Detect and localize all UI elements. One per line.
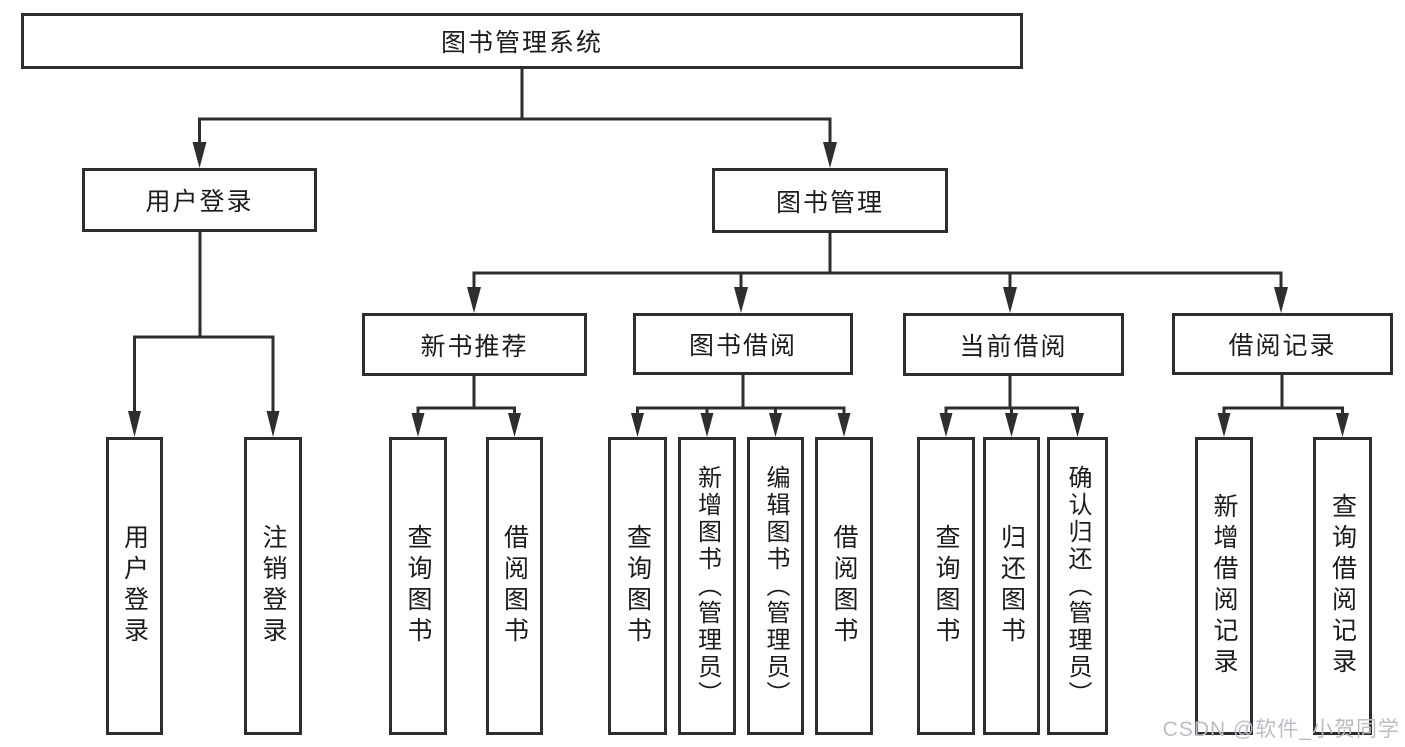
node-book-borrow: 图书借阅 xyxy=(633,313,853,375)
connector-book-management-to-level3 xyxy=(467,233,1288,313)
connector-records-to-leaves xyxy=(1217,375,1349,437)
node-borrow-records: 借阅记录 xyxy=(1172,313,1393,375)
leaf-recommend-query-books: 查询图书 xyxy=(389,437,447,735)
connector-recommend-to-leaves xyxy=(411,376,521,437)
connector-current-to-leaves xyxy=(939,376,1084,437)
node-new-book-recommend: 新书推荐 xyxy=(362,313,587,376)
leaf-user-login: 用户登录 xyxy=(106,437,163,735)
connector-borrow-to-leaves xyxy=(631,375,851,437)
node-user-login: 用户登录 xyxy=(82,168,317,232)
leaf-borrow-add-books-admin: 新增图书（管理员） xyxy=(678,437,736,735)
leaf-current-query-books: 查询图书 xyxy=(917,437,975,735)
leaf-logout: 注销登录 xyxy=(244,437,302,735)
leaf-borrow-query-books: 查询图书 xyxy=(608,437,667,735)
leaf-recommend-borrow-books: 借阅图书 xyxy=(486,437,543,735)
leaf-records-query-record: 查询借阅记录 xyxy=(1313,437,1372,735)
connector-root-to-level2 xyxy=(192,69,837,168)
node-book-management: 图书管理 xyxy=(712,168,948,233)
leaf-borrow-edit-books-admin: 编辑图书（管理员） xyxy=(747,437,804,735)
leaf-borrow-borrow-books: 借阅图书 xyxy=(815,437,873,735)
watermark: CSDN @软件_小贺同学 xyxy=(1162,718,1400,741)
connector-user-login-to-leaves xyxy=(128,232,280,437)
leaf-current-return-books: 归还图书 xyxy=(983,437,1040,735)
node-current-borrow: 当前借阅 xyxy=(903,313,1124,376)
leaf-records-add-record: 新增借阅记录 xyxy=(1195,437,1253,735)
node-root: 图书管理系统 xyxy=(21,13,1023,69)
leaf-current-confirm-return-admin: 确认归还（管理员） xyxy=(1047,437,1108,735)
